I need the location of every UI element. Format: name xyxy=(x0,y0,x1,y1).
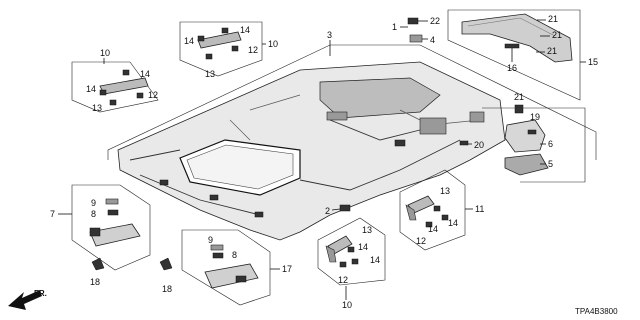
callout-14-top-b: 14 xyxy=(184,36,194,46)
callout-21-top-b: 21 xyxy=(552,30,562,40)
group-roof-clips xyxy=(407,17,423,43)
callout-12-top: 12 xyxy=(248,45,258,55)
sun-visor-right xyxy=(204,263,259,289)
callout-14-left-a: 14 xyxy=(140,69,150,79)
callout-5: 5 xyxy=(548,159,553,169)
callout-10-bottom: 10 xyxy=(342,300,352,310)
callout-14-bottom-a: 14 xyxy=(358,242,368,252)
front-direction-arrow xyxy=(8,290,42,310)
callout-16: 16 xyxy=(507,63,517,73)
grab-handle xyxy=(99,77,149,95)
diagram-code: TPA4B3800 xyxy=(575,307,618,316)
callout-1: 1 xyxy=(392,22,397,32)
callout-7: 7 xyxy=(50,209,55,219)
callout-6: 6 xyxy=(548,139,553,149)
callout-14-top-a: 14 xyxy=(240,25,250,35)
lens-part-5 xyxy=(504,153,549,176)
callout-10-top: 10 xyxy=(268,39,278,49)
callout-8-left: 8 xyxy=(91,209,96,219)
group-grab-handle-right xyxy=(399,169,466,251)
callout-8-center: 8 xyxy=(232,250,237,260)
grab-handle-top xyxy=(197,31,242,49)
callout-22: 22 xyxy=(430,16,440,26)
callout-21-top-c: 21 xyxy=(547,46,557,56)
clip-part-20 xyxy=(459,140,469,146)
callout-15: 15 xyxy=(588,57,598,67)
callout-13-right: 13 xyxy=(440,186,450,196)
callout-21-right: 21 xyxy=(514,92,524,102)
visor-clip-8 xyxy=(107,209,119,216)
callout-11: 11 xyxy=(475,204,484,214)
callout-18-mid: 18 xyxy=(162,284,172,294)
callout-14-bottom-b: 14 xyxy=(370,255,380,265)
clip-part-16 xyxy=(504,43,520,49)
clip-part-4 xyxy=(409,34,423,43)
callout-20: 20 xyxy=(474,140,484,150)
group-grab-handle-top xyxy=(179,21,263,77)
callout-12-bottom: 12 xyxy=(338,275,348,285)
visor-hook-18-mid xyxy=(159,257,173,271)
group-sun-visor-left xyxy=(71,184,173,271)
callout-13-bottom: 13 xyxy=(362,225,372,235)
callout-13-top: 13 xyxy=(205,69,215,79)
group-grab-handle-bottom xyxy=(317,217,386,286)
clip-part-19 xyxy=(527,129,537,135)
clip-part-2 xyxy=(339,204,351,212)
light-part-6 xyxy=(504,119,546,153)
callout-10-left: 10 xyxy=(100,48,110,58)
callout-9-left: 9 xyxy=(91,198,96,208)
callout-2: 2 xyxy=(325,206,330,216)
visor-holder-9-b xyxy=(210,244,224,251)
callout-14-right-b: 14 xyxy=(448,218,458,228)
callout-12-left: 12 xyxy=(148,90,158,100)
callout-9-center: 9 xyxy=(208,235,213,245)
callout-17: 17 xyxy=(282,264,292,274)
group-map-light xyxy=(459,104,586,183)
visor-holder-9 xyxy=(105,198,119,205)
group-15-rear-trim xyxy=(447,9,581,101)
front-direction-label: FR. xyxy=(34,289,47,298)
visor-clip-8-b xyxy=(212,252,224,259)
callout-12-right: 12 xyxy=(416,236,426,246)
bulb-part-21 xyxy=(514,104,524,114)
group-sun-visor-right xyxy=(181,229,271,306)
callout-4: 4 xyxy=(430,35,435,45)
callout-13-left: 13 xyxy=(92,103,102,113)
roof-lining xyxy=(107,44,597,241)
callout-21-top-a: 21 xyxy=(548,14,558,24)
sun-visor-left xyxy=(89,223,141,247)
callout-18-left: 18 xyxy=(90,277,100,287)
group-grab-handle-left xyxy=(71,61,159,113)
callout-14-right-a: 14 xyxy=(428,224,438,234)
callout-14-left-b: 14 xyxy=(86,84,96,94)
callout-3: 3 xyxy=(327,30,332,40)
clip-part-22 xyxy=(407,17,419,25)
callout-19: 19 xyxy=(530,112,540,122)
visor-hook-18-left xyxy=(91,257,105,271)
